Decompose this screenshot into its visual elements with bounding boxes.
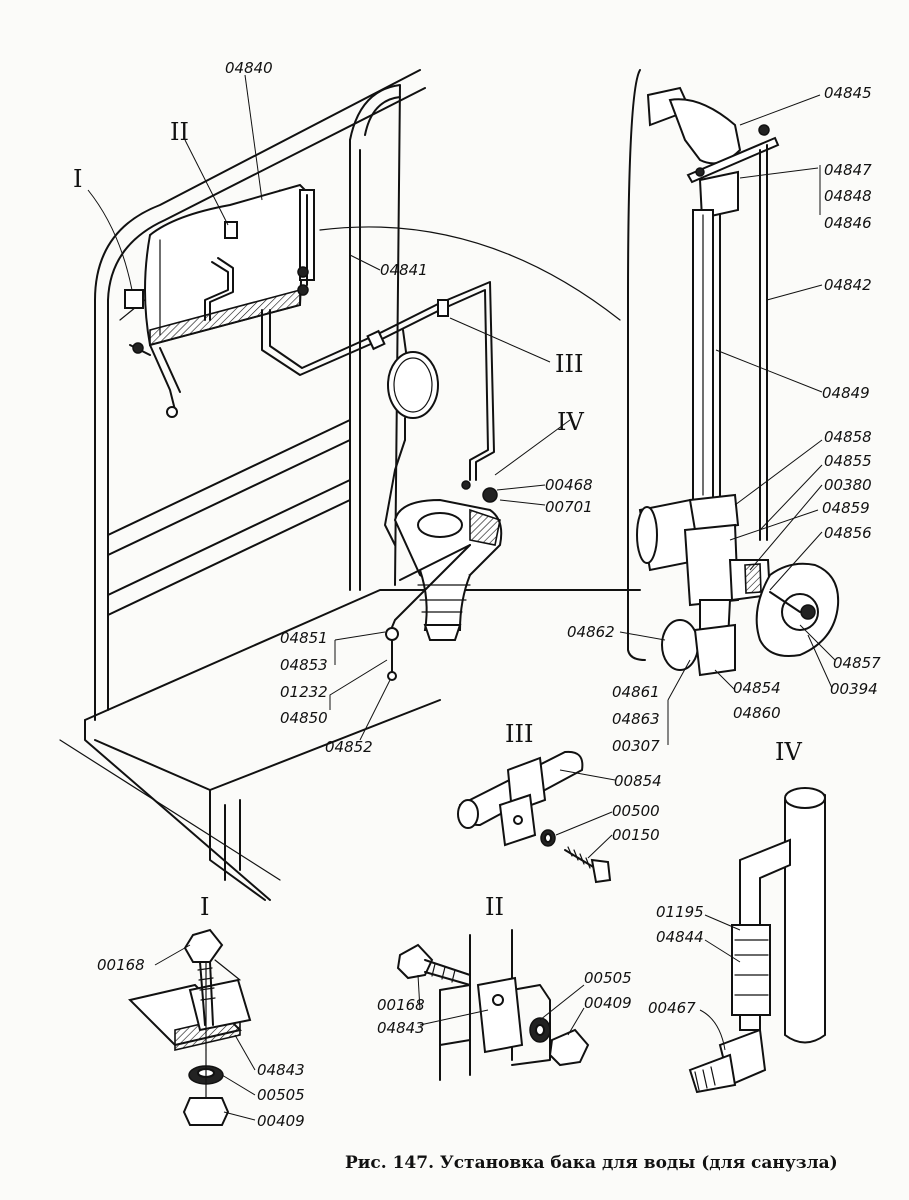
label-00701: 00701 xyxy=(545,498,593,516)
mirror xyxy=(384,329,439,546)
label-00307: 00307 xyxy=(612,737,660,755)
label-II-04843: 04843 xyxy=(377,1019,425,1037)
label-04853: 04853 xyxy=(280,656,328,674)
label-04858: 04858 xyxy=(824,428,872,446)
label-00150: 00150 xyxy=(612,826,660,844)
detail-III-title: III xyxy=(505,720,533,748)
label-04845: 04845 xyxy=(824,84,872,102)
view-marker-III: III xyxy=(555,350,583,378)
label-00380: 00380 xyxy=(824,476,872,494)
label-I-00409: 00409 xyxy=(257,1112,305,1130)
label-01195: 01195 xyxy=(656,903,704,921)
label-00467: 00467 xyxy=(648,999,696,1017)
label-04860: 04860 xyxy=(733,704,781,722)
detail-II-title: II xyxy=(485,893,504,921)
detail-I-title: I xyxy=(200,893,209,921)
label-I-00168: 00168 xyxy=(97,956,145,974)
label-04849: 04849 xyxy=(822,384,870,402)
detail-III-clamp xyxy=(457,750,616,884)
detail-IV-pipe-joint xyxy=(688,787,826,1094)
detail-IV-title: IV xyxy=(775,738,802,766)
label-II-00409: 00409 xyxy=(584,994,632,1012)
view-marker-IV: IV xyxy=(557,408,584,436)
label-01232: 01232 xyxy=(280,683,328,701)
label-04847: 04847 xyxy=(824,161,872,179)
label-04852: 04852 xyxy=(325,738,373,756)
label-00854: 00854 xyxy=(614,772,662,790)
label-04859: 04859 xyxy=(822,499,870,517)
detail-II-bracket xyxy=(396,929,590,1081)
label-04846: 04846 xyxy=(824,214,872,232)
label-I-04843: 04843 xyxy=(257,1061,305,1079)
label-04854: 04854 xyxy=(733,679,781,697)
label-04855: 04855 xyxy=(824,452,872,470)
water-gauge-assembly xyxy=(627,69,840,677)
figure-caption: Рис. 147. Установка бака для воды (для с… xyxy=(345,1153,838,1173)
label-00394: 00394 xyxy=(830,680,878,698)
detail-I-bracket xyxy=(128,928,256,1126)
label-04863: 04863 xyxy=(612,710,660,728)
leader-lines xyxy=(87,74,836,745)
label-00500: 00500 xyxy=(612,802,660,820)
label-04850: 04850 xyxy=(280,709,328,727)
part-number-labels: 04840 II I 04841 III IV 00468 00701 0485… xyxy=(73,59,881,1130)
supply-pipe xyxy=(261,281,495,481)
label-04842: 04842 xyxy=(824,276,872,294)
label-04857: 04857 xyxy=(833,654,881,672)
label-04848: 04848 xyxy=(824,187,872,205)
water-tank xyxy=(124,183,315,418)
label-04851: 04851 xyxy=(280,629,328,647)
label-04841: 04841 xyxy=(380,261,428,279)
cabin-frame xyxy=(59,69,641,901)
view-marker-I: I xyxy=(73,165,82,193)
label-00468: 00468 xyxy=(545,476,593,494)
label-II-00505: 00505 xyxy=(584,969,632,987)
label-04861: 04861 xyxy=(612,683,660,701)
label-04862: 04862 xyxy=(567,623,615,641)
view-marker-II: II xyxy=(170,118,189,146)
label-II-00168: 00168 xyxy=(377,996,425,1014)
label-04840: 04840 xyxy=(225,59,273,77)
label-04856: 04856 xyxy=(824,524,872,542)
label-04844: 04844 xyxy=(656,928,704,946)
label-I-00505: 00505 xyxy=(257,1086,305,1104)
toilet-bowl xyxy=(385,480,503,681)
